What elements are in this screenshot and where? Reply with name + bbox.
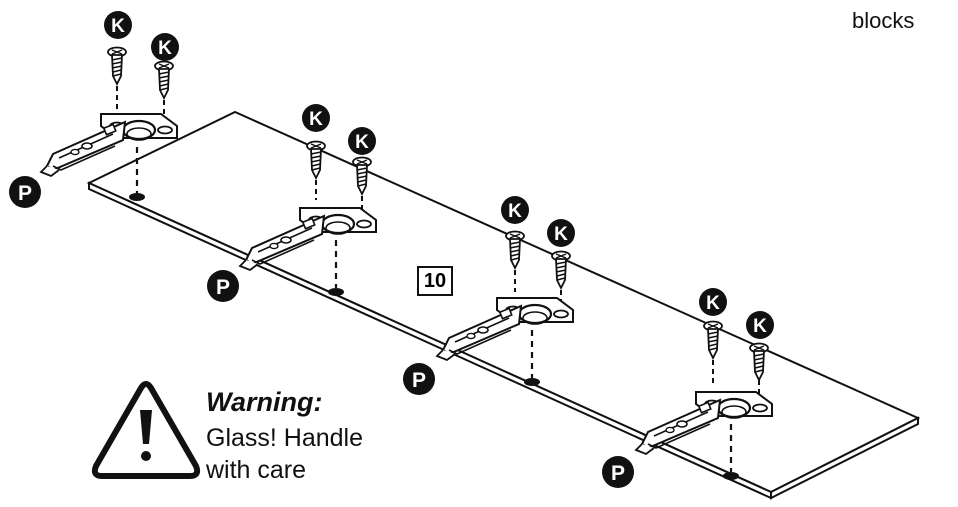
label-p-text: P bbox=[216, 276, 230, 299]
warning-line-1: Glass! Handle bbox=[206, 424, 364, 452]
label-k-4: K bbox=[348, 127, 376, 155]
label-k-text: K bbox=[355, 132, 369, 153]
label-k-text: K bbox=[111, 16, 125, 37]
label-k-1: K bbox=[104, 11, 132, 39]
label-p-3: P bbox=[403, 363, 435, 395]
label-k-2: K bbox=[151, 33, 179, 61]
screw-2 bbox=[154, 60, 174, 99]
label-k-5: K bbox=[501, 196, 529, 224]
label-k-text: K bbox=[753, 316, 767, 337]
label-p-2: P bbox=[207, 270, 239, 302]
warning-triangle-icon bbox=[91, 381, 201, 479]
label-k-text: K bbox=[554, 224, 568, 245]
label-k-text: K bbox=[158, 38, 172, 59]
label-k-7: K bbox=[699, 288, 727, 316]
hole-guide-lines bbox=[135, 147, 733, 472]
label-k-text: K bbox=[309, 109, 323, 130]
label-k-8: K bbox=[746, 311, 774, 339]
panel-holes bbox=[129, 193, 739, 480]
warning-title: Warning: bbox=[206, 387, 323, 417]
corner-caption: blocks bbox=[852, 8, 915, 33]
step-number: 10 bbox=[417, 266, 453, 296]
label-k-6: K bbox=[547, 219, 575, 247]
warning-line-2: with care bbox=[206, 456, 307, 484]
label-p-1: P bbox=[9, 176, 41, 208]
label-k-text: K bbox=[508, 201, 522, 222]
label-p-4: P bbox=[602, 456, 634, 488]
label-p-text: P bbox=[412, 369, 426, 392]
hinge-labels: P P P P bbox=[9, 176, 634, 488]
label-p-text: P bbox=[611, 462, 625, 485]
screw-1 bbox=[107, 46, 127, 85]
label-p-text: P bbox=[18, 182, 32, 205]
label-k-text: K bbox=[706, 293, 720, 314]
label-k-3: K bbox=[302, 104, 330, 132]
screw-labels: K K K K K K K K bbox=[104, 11, 774, 339]
